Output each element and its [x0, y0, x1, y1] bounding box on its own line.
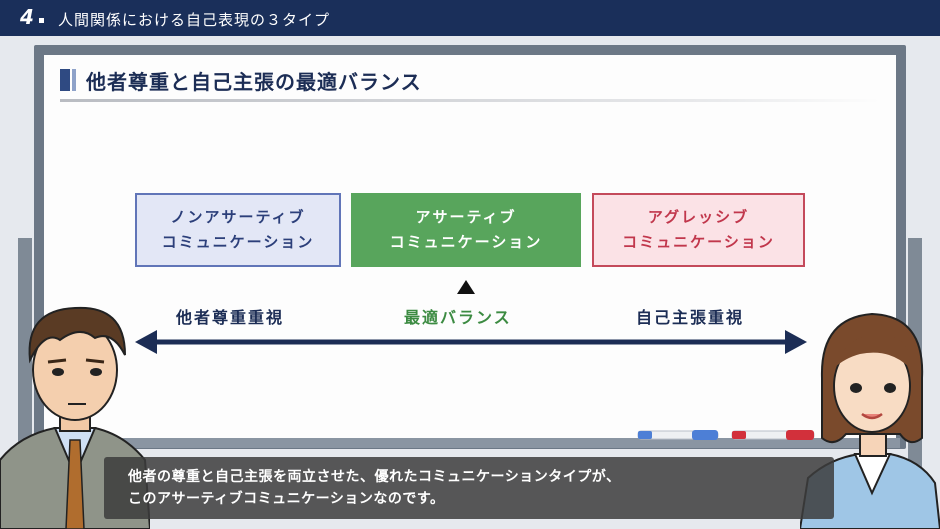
title-accent-bar: [60, 69, 70, 91]
assertive-line1: アサーティブ: [415, 208, 517, 226]
title-underline: [60, 99, 880, 102]
caption-line2: このアサーティブコミュニケーションなのです。: [128, 491, 445, 507]
nonassertive-line1: ノンアサーティブ: [170, 208, 306, 226]
double-arrow-icon: [135, 330, 807, 354]
aggressive-line2: コミュニケーション: [622, 233, 775, 251]
board-title: 他者尊重と自己主張の最適バランス: [86, 70, 422, 94]
caption-line1: 他者の尊重と自己主張を両立させた、優れたコミュニケーションタイプが、: [128, 469, 621, 485]
aggressive-line1: アグレッシブ: [647, 208, 750, 226]
nonassertive-box: ノンアサーティブ コミュニケーション: [135, 193, 341, 267]
section-dot: [39, 18, 44, 23]
aggressive-box: アグレッシブ コミュニケーション: [592, 193, 805, 267]
header-bar: 4 人間関係における自己表現の３タイプ: [0, 0, 940, 36]
caption-box: 他者の尊重と自己主張を両立させた、優れたコミュニケーションタイプが、 このアサー…: [104, 457, 834, 519]
title-accent-bar-light: [72, 69, 76, 91]
woman-listener-illustration: [800, 312, 940, 529]
label-optimal-balance: 最適バランス: [404, 308, 512, 327]
section-number: 4: [20, 5, 34, 29]
assertive-box: アサーティブ コミュニケーション: [351, 193, 581, 267]
pointer-triangle-icon: [457, 280, 475, 294]
markers-icon: [637, 430, 815, 440]
label-other-respect: 他者尊重重視: [176, 308, 285, 327]
whiteboard-tray: [60, 438, 900, 448]
nonassertive-line2: コミュニケーション: [161, 233, 315, 251]
assertive-line2: コミュニケーション: [389, 233, 543, 251]
label-self-assertion: 自己主張重視: [636, 308, 745, 327]
page-title: 人間関係における自己表現の３タイプ: [58, 11, 331, 29]
